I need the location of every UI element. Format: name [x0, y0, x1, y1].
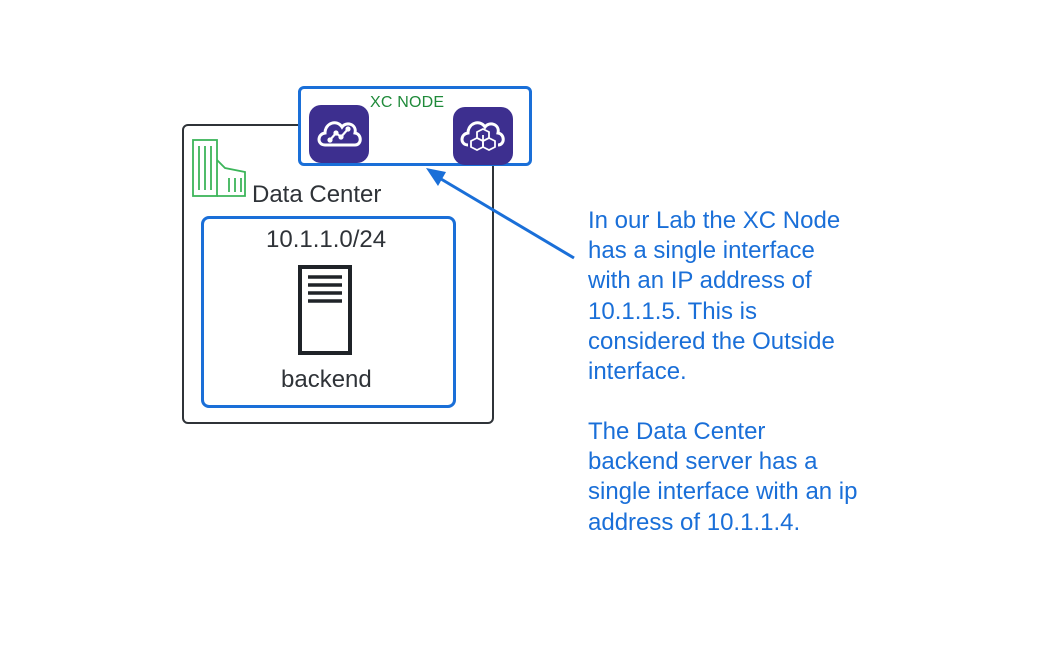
backend-server-label: backend: [281, 366, 372, 393]
note-line: with an IP address of: [588, 267, 812, 295]
server-icon: [298, 265, 354, 362]
backend-note: The Data Center backend server has a sin…: [588, 417, 908, 538]
note-line: single interface with an ip: [588, 478, 858, 506]
building-icon: [191, 138, 249, 205]
note-line: In our Lab the XC Node: [588, 207, 841, 234]
data-center-label: Data Center: [252, 181, 382, 208]
note-line: interface.: [588, 358, 687, 386]
cloud-cubes-icon: [453, 107, 513, 165]
note-line: considered the Outside: [588, 327, 835, 355]
note-line: 10.1.1.5. This is: [588, 297, 757, 325]
subnet-label: 10.1.1.0/24: [266, 226, 387, 253]
note-line: address of 10.1.1.4.: [588, 508, 801, 536]
xc-node-label: XC NODE: [370, 94, 445, 111]
subnet-box: [201, 216, 456, 408]
cloud-network-icon: [309, 105, 369, 163]
note-line: has a single interface: [588, 237, 815, 265]
xc-node-note: In our Lab the XC Node has a single inte…: [588, 206, 908, 387]
note-line: backend server has a: [588, 448, 818, 476]
note-line: The Data Center: [588, 418, 766, 445]
